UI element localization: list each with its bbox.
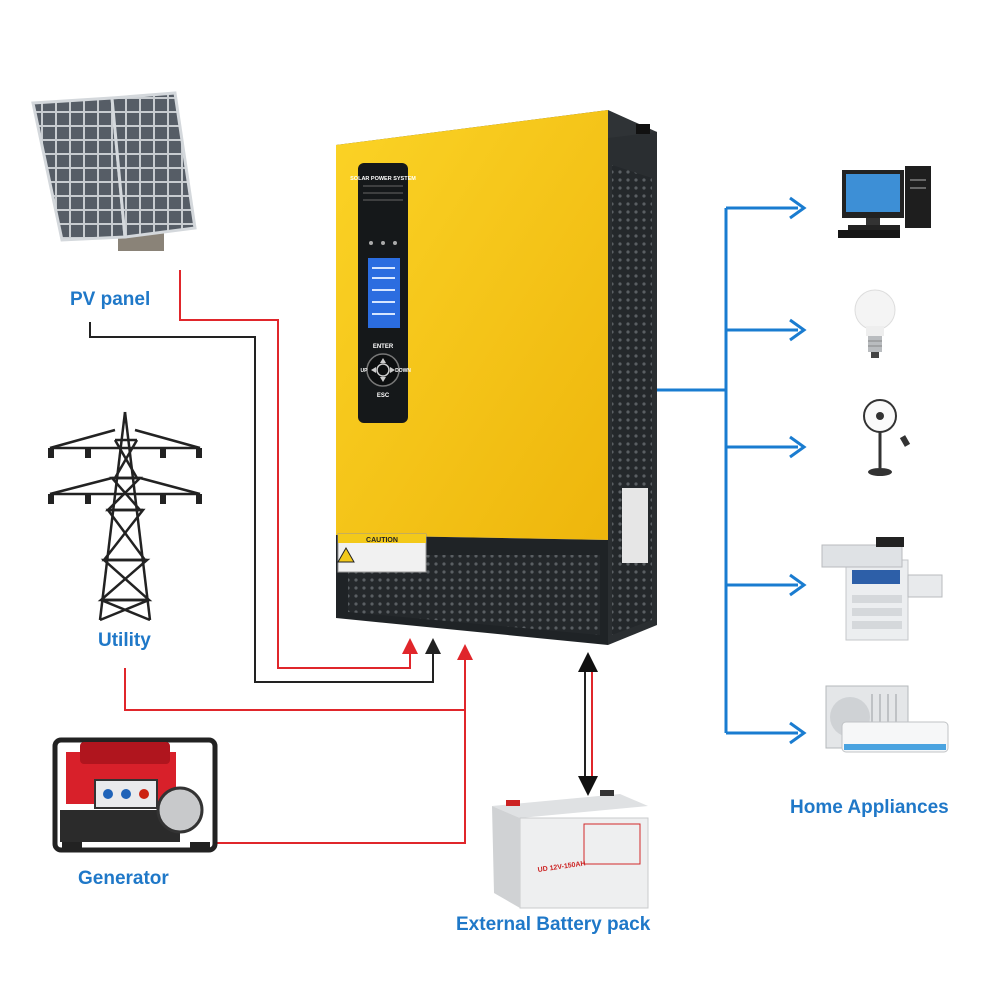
pv-negative-wire [89, 322, 441, 683]
utility-wire [124, 644, 473, 711]
nav-keypad[interactable] [366, 353, 400, 387]
battery-label: External Battery pack [456, 914, 651, 935]
utility-label: Utility [98, 630, 151, 651]
fan-icon [863, 399, 911, 476]
generator-label: Generator [78, 868, 169, 889]
home-appliances-label: Home Appliances [790, 797, 949, 818]
air-conditioner-icon [825, 685, 949, 753]
down-label: DOWN [395, 368, 411, 374]
inverter-header: SOLAR POWER SYSTEM [350, 176, 416, 182]
solar-panel-icon [31, 91, 197, 251]
pv-panel-label: PV panel [70, 289, 151, 310]
lcd-screen [368, 258, 400, 328]
light-bulb-icon [854, 289, 896, 358]
ac-output-wires [656, 196, 807, 745]
inverter-unit: CAUTION SOLAR POWER SYSTEM ENTER UP DOWN [336, 110, 657, 645]
generator-wire [215, 710, 466, 844]
caution-text: CAUTION [366, 537, 398, 544]
power-pylon-icon [48, 411, 202, 622]
computer-icon [838, 166, 931, 238]
esc-label: ESC [377, 393, 390, 399]
printer-icon [821, 537, 943, 641]
wiring [89, 196, 807, 844]
battery-icon: UD 12V-150AH [492, 790, 649, 909]
up-label: UP [361, 368, 369, 374]
generator-icon [52, 737, 218, 853]
enter-label: ENTER [373, 344, 394, 350]
battery-bidirectional-wire [578, 652, 598, 796]
pv-positive-wire [179, 270, 418, 669]
